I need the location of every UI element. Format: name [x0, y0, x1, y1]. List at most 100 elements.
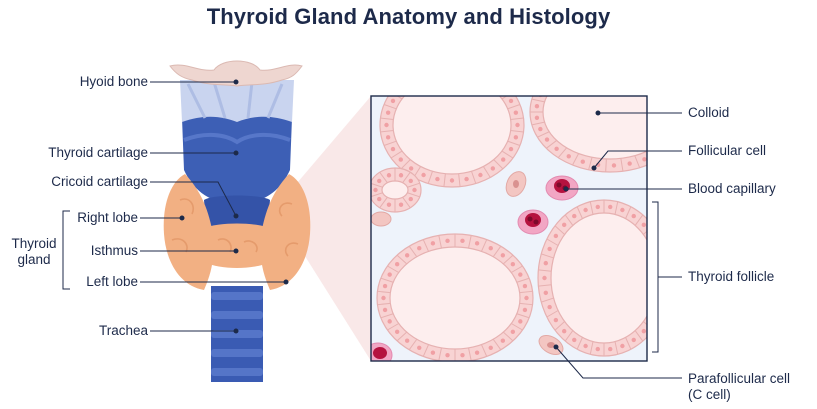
follicular-cell-nucleus [488, 246, 493, 251]
follicular-cell-nucleus [534, 104, 540, 109]
follicular-cell-nucleus [500, 253, 506, 258]
follicular-cell-nucleus [417, 345, 422, 350]
follicular-cell-border [402, 171, 411, 184]
follicular-cell-border [427, 171, 433, 184]
follicular-cell-border [635, 56, 640, 68]
follicular-cell-nucleus [500, 338, 506, 343]
follicular-cell-border [468, 347, 472, 361]
label-right-lobe: Right lobe [77, 210, 138, 225]
parafollicular-cell [371, 211, 392, 227]
follicular-cell-nucleus [522, 307, 528, 313]
follicular-cell-nucleus [660, 291, 664, 295]
follicular-cell-border [634, 155, 641, 168]
follicular-cell-nucleus [518, 272, 523, 277]
follicular-cell-nucleus [681, 110, 685, 114]
follicular-cell-border [387, 323, 399, 331]
follicular-cell-nucleus [547, 246, 552, 252]
follicular-cell-border [379, 196, 388, 209]
follicular-cell-nucleus [508, 98, 514, 104]
follicular-cell-nucleus [412, 187, 417, 193]
page-title: Thyroid Gland Anatomy and Histology [206, 4, 611, 29]
follicular-cell-nucleus [474, 350, 480, 355]
follicular-cell-nucleus [566, 154, 571, 159]
follicular-cell-border [407, 182, 420, 188]
follicular-cell-nucleus [382, 283, 388, 289]
follicular-cell-border [377, 290, 391, 294]
follicular-cell-border [471, 66, 475, 78]
follicular-cell-nucleus [385, 110, 391, 115]
follicular-cell-border [643, 230, 647, 235]
follicular-cell-border [650, 239, 661, 246]
follicular-cell-nucleus [620, 207, 625, 213]
follicular-cell-nucleus [518, 319, 523, 324]
follicular-cell-nucleus [399, 88, 403, 92]
follicular-cell-nucleus [561, 328, 567, 334]
follicular-cell-border [501, 96, 508, 100]
follicular-cell-nucleus [460, 352, 465, 358]
follicular-cell-border [531, 98, 545, 103]
follicular-cell-border [589, 201, 594, 215]
follicular-cell-nucleus [384, 122, 389, 128]
follicular-cell-nucleus [478, 73, 482, 77]
follicular-cell-nucleus [627, 58, 631, 62]
follicular-cell-border [614, 341, 619, 355]
follicular-cell-nucleus [595, 204, 600, 210]
follicular-cell-nucleus [554, 73, 558, 77]
follicular-cell-nucleus [680, 98, 684, 102]
follicular-cell-nucleus [408, 196, 413, 202]
label-parafollicular-line1: Parafollicular cell [688, 371, 791, 386]
follicular-cell-border [458, 173, 461, 187]
follicular-cell-nucleus [543, 260, 549, 266]
follicular-cell-nucleus [460, 238, 465, 244]
follicular-cell-nucleus [373, 187, 378, 193]
follicular-cell-border [588, 157, 593, 170]
follicular-cell-border [379, 171, 388, 184]
follicular-cell-border [654, 298, 666, 302]
follicular-cell-border [546, 76, 556, 84]
label-colloid: Colloid [688, 105, 730, 120]
trachea-illustration [211, 286, 263, 382]
label-left-lobe: Left lobe [86, 274, 138, 289]
follicular-cell-nucleus [377, 196, 382, 202]
follicular-cell-nucleus [583, 343, 588, 349]
follicular-cell-nucleus [538, 126, 543, 132]
follicular-cell-border [414, 73, 421, 84]
follicular-cell-border [480, 344, 488, 357]
follicular-cell-border [650, 311, 661, 318]
follicular-cell-border [396, 254, 408, 265]
follicular-cell-nucleus [611, 163, 617, 168]
follicular-cell-nucleus [501, 88, 505, 92]
blood-capillary [371, 342, 393, 361]
follicular-cell-border [471, 171, 477, 184]
follicular-cell-nucleus [387, 272, 392, 277]
follicular-cell-nucleus [387, 319, 392, 324]
follicular-cell-nucleus [545, 82, 549, 86]
follicular-cell-border [511, 265, 523, 273]
follicular-cell-nucleus [581, 60, 585, 64]
follicular-cell-border [673, 93, 685, 97]
follicular-cell-nucleus [596, 57, 600, 61]
follicular-cell-border [541, 297, 554, 303]
follicular-cell-border [576, 206, 583, 219]
follicular-cell-border [541, 253, 554, 259]
follicular-cell-border [557, 147, 568, 159]
follicular-cell-nucleus [524, 295, 529, 301]
follicular-cell-nucleus [608, 204, 613, 210]
follicular-cell-border [408, 245, 418, 258]
follicular-cell-nucleus [612, 56, 616, 60]
follicular-cell-border [657, 285, 670, 286]
follicular-cell-nucleus [547, 304, 552, 310]
follicular-cell-border [438, 347, 442, 361]
follicular-cell-nucleus [435, 176, 440, 182]
zoom-projection [286, 96, 371, 361]
follicular-cell-border [558, 66, 566, 76]
follicular-cell-nucleus [580, 159, 585, 164]
follicular-cell-border [371, 192, 383, 198]
follicular-cell-nucleus [398, 202, 404, 207]
follicular-cell-border [546, 140, 557, 149]
hyoid-bone-illustration [169, 60, 303, 87]
follicular-cell-border [510, 129, 524, 133]
follicular-cell-border [408, 338, 418, 351]
follicular-cell-border [482, 166, 491, 178]
follicular-cell-border [625, 206, 632, 219]
